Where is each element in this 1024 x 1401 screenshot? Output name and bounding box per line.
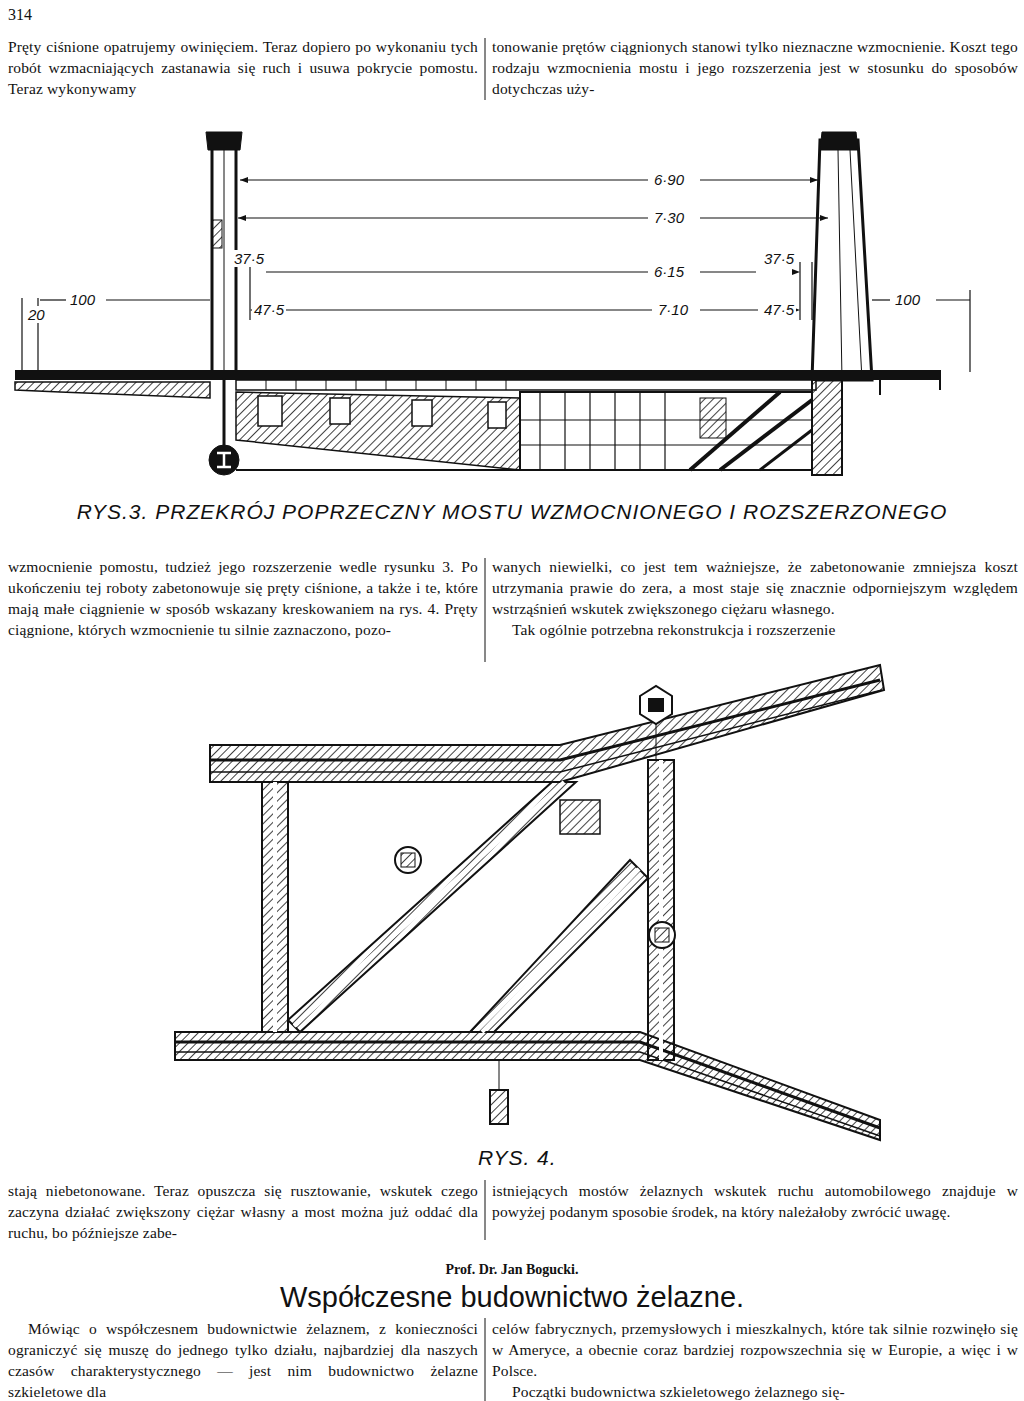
body-paragraph: celów fabrycznych, przemysłowych i miesz… — [492, 1318, 1018, 1381]
body-paragraph: wanych niewielki, co jest tem ważniejsze… — [492, 556, 1018, 619]
figure-caption: RYS. 4. — [478, 1146, 557, 1170]
dimension-label: 100 — [893, 291, 922, 308]
body-paragraph: istniejących mostów żelaznych wskutek ru… — [492, 1180, 1018, 1222]
dimension-label: 6·15 — [652, 263, 686, 280]
dimension-label: 47·5 — [252, 301, 286, 318]
dimension-label: 6·90 — [652, 171, 686, 188]
body-paragraph: Mówiąc o współczesnem budownictwie żelaz… — [8, 1318, 478, 1401]
page-text: Prof. Dr. Jan Bogucki. — [0, 1262, 1024, 1278]
dimension-label: 100 — [68, 291, 97, 308]
dimension-label: 7·10 — [656, 301, 690, 318]
dimension-label: 47·5 — [762, 301, 796, 318]
figure-caption: RYS.3. PRZEKRÓJ POPRZECZNY MOSTU WZMOCNI… — [0, 500, 1024, 524]
dimension-label: 20 — [26, 306, 47, 323]
dimension-label: 37·5 — [762, 250, 796, 267]
dimension-label: 7·30 — [652, 209, 686, 226]
body-paragraph: Początki budownictwa szkieletowego żelaz… — [492, 1381, 1018, 1401]
body-paragraph: tonowanie prętów ciągnionych stanowi tyl… — [492, 36, 1018, 99]
dimension-label: 37·5 — [232, 250, 266, 267]
article-title: Współczesne budownictwo żelazne. — [0, 1280, 1024, 1314]
body-paragraph: wzmocnienie pomostu, tudzież jego rozsze… — [8, 556, 478, 640]
body-paragraph: Tak ogólnie potrzebna rekonstrukcja i ro… — [492, 619, 1018, 640]
body-paragraph: stają niebetonowane. Teraz opuszcza się … — [8, 1180, 478, 1243]
page-text: 314 — [8, 6, 32, 24]
body-paragraph: Pręty ciśnione opatrujemy owinięciem. Te… — [8, 36, 478, 99]
